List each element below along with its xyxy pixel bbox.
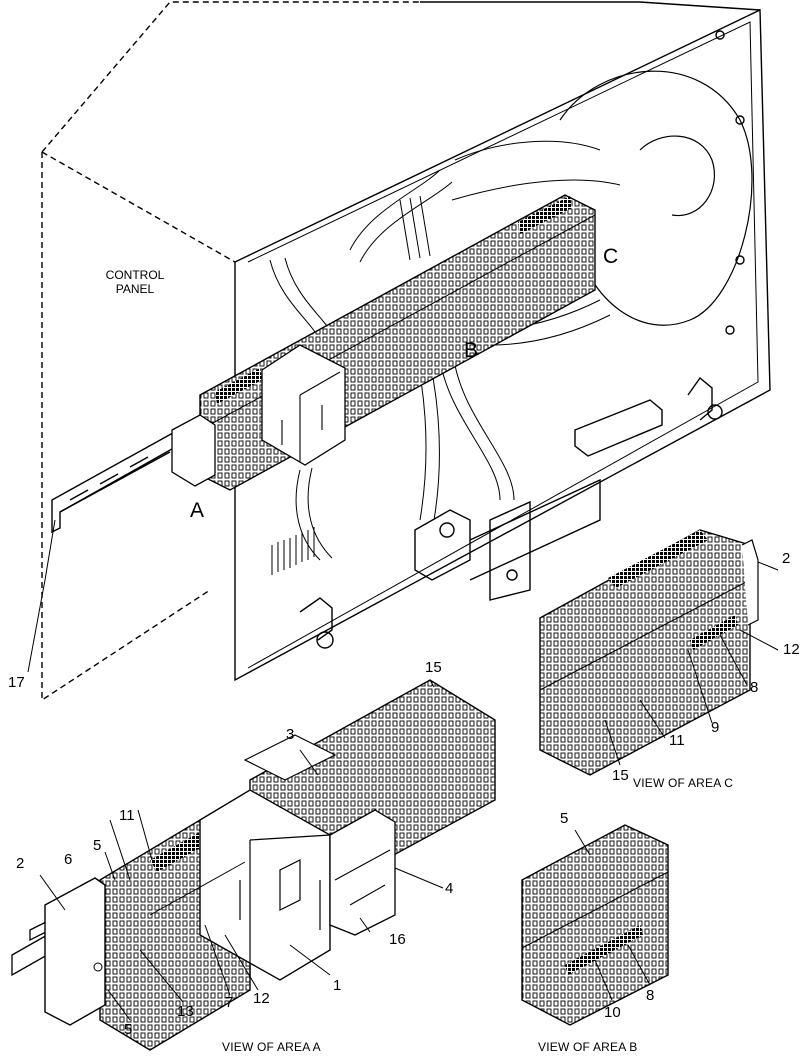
control-panel-label: CONTROL PANEL [90,268,180,296]
callout-7: 7 [225,994,234,1011]
caption-view-a: VIEW OF AREA A [222,1040,321,1054]
callout-4: 4 [445,880,454,897]
terminal-strip-main [171,194,596,491]
caption-view-c: VIEW OF AREA C [633,776,734,790]
callout-6: 6 [64,851,73,868]
callout-17: 17 [8,674,25,691]
callout-15-view-c: 15 [612,767,629,784]
callout-10: 10 [604,1004,621,1021]
detail-view-c [539,529,759,776]
callout-1: 1 [333,977,342,994]
caption-view-b: VIEW OF AREA B [538,1040,638,1054]
area-c-label: C [603,245,619,268]
callout-11-view-a: 11 [119,807,135,824]
detail-view-a [11,679,496,1051]
control-panel-enclosure [41,1,771,702]
callout-11-view-c: 11 [669,732,685,749]
area-a-label: A [190,499,205,522]
callout-5-view-a-bottom: 5 [124,1021,133,1038]
callout-13: 13 [177,1003,194,1020]
leader-lines [27,519,779,1021]
callout-15-view-a: 15 [425,659,442,676]
control-panel-label-line1: CONTROL [105,268,165,282]
callout-16: 16 [389,931,406,948]
callout-9-view-c: 9 [711,719,720,736]
callout-2-view-a: 2 [16,855,25,872]
callout-2-view-c: 2 [782,550,791,567]
callout-8-view-c: 8 [750,679,759,696]
callout-12-view-c: 12 [783,641,800,658]
detail-view-b [521,824,669,1026]
control-panel-label-line2: PANEL [115,282,155,296]
area-b-label: B [464,339,479,362]
callout-5-view-a-top: 5 [93,837,102,854]
callout-3: 3 [286,726,295,743]
callout-8-view-b: 8 [646,987,655,1004]
callout-5-view-b: 5 [560,810,569,827]
callout-12-view-a: 12 [253,990,270,1007]
